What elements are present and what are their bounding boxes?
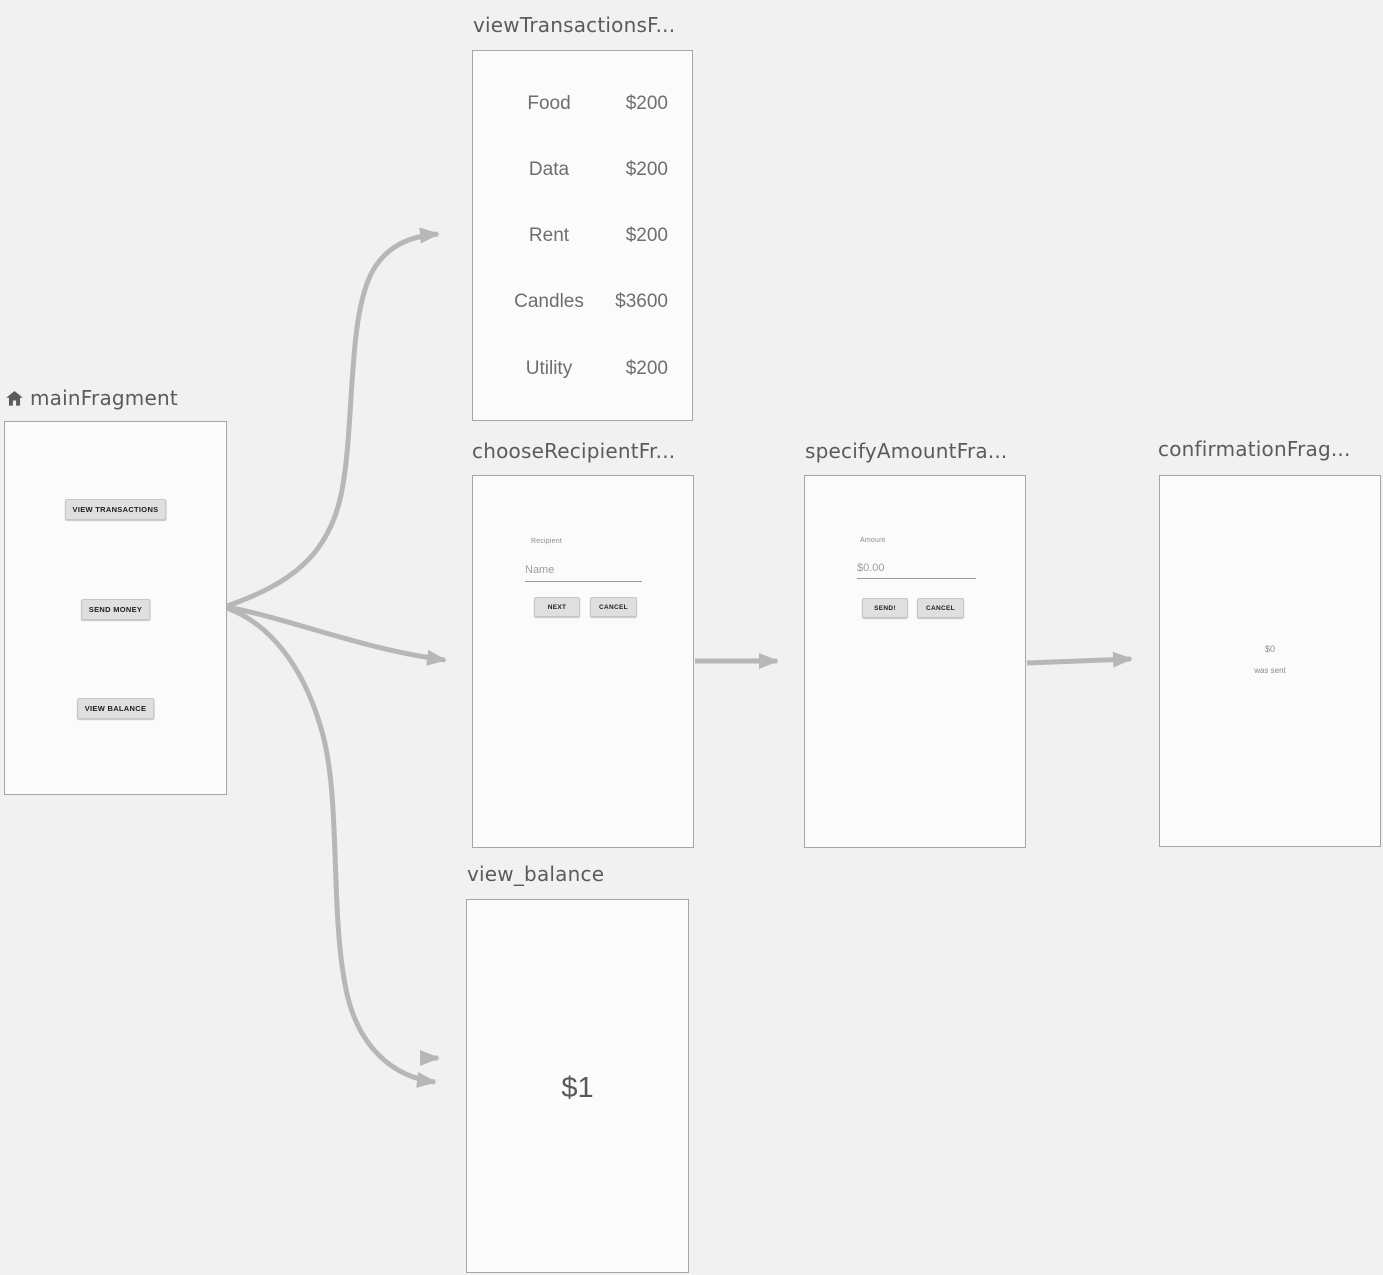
transaction-label: Rent — [528, 225, 570, 246]
transaction-label: Utility — [525, 358, 573, 379]
transaction-amount: $200 — [625, 159, 668, 180]
transaction-amount: $200 — [625, 225, 668, 246]
edge-main-to-view-transactions[interactable] — [226, 227, 440, 609]
fragment-view-balance-preview[interactable]: $1 — [466, 899, 689, 1273]
fragment-choose-recipient-preview[interactable]: Recipient Name NEXT CANCEL — [472, 475, 694, 848]
edge-main-to-view-balance[interactable] — [226, 605, 437, 1088]
amount-input-underline — [857, 578, 976, 579]
preview-send-button: SEND! — [862, 598, 908, 618]
recipient-input-underline — [525, 581, 642, 582]
transaction-row: Utility $200 — [473, 358, 692, 384]
transaction-label: Candles — [514, 291, 584, 312]
recipient-field-label: Recipient — [531, 538, 562, 545]
amount-input: $0.00 — [857, 562, 885, 574]
fragment-title-view-transactions-label: viewTransactionsF... — [473, 13, 676, 37]
amount-field-label: Amount — [860, 537, 886, 544]
transaction-amount: $200 — [625, 93, 668, 114]
home-icon — [5, 389, 24, 408]
fragment-title-confirmation[interactable]: confirmationFrag... — [1158, 437, 1351, 461]
fragment-title-choose-recipient[interactable]: chooseRecipientFr... — [472, 439, 675, 463]
preview-view-transactions-button: VIEW TRANSACTIONS — [64, 499, 167, 520]
fragment-view-transactions-preview[interactable]: Food $200 Data $200 Rent $200 Candles $3… — [472, 50, 693, 421]
transaction-label: Food — [527, 93, 571, 114]
preview-cancel-button: CANCEL — [917, 598, 964, 618]
edge-main-to-choose-recipient[interactable] — [226, 604, 447, 666]
transaction-row: Rent $200 — [473, 225, 692, 251]
fragment-confirmation-preview[interactable]: $0 was sent — [1159, 475, 1381, 847]
fragment-title-view-balance[interactable]: view_balance — [467, 862, 604, 886]
transaction-row: Food $200 — [473, 93, 692, 119]
preview-next-button: NEXT — [534, 597, 580, 617]
transaction-amount: $200 — [625, 358, 668, 379]
preview-view-balance-button: VIEW BALANCE — [76, 698, 155, 719]
fragment-title-specify-amount-label: specifyAmountFra... — [805, 439, 1008, 463]
fragment-title-main-label: mainFragment — [30, 386, 178, 410]
transaction-amount: $3600 — [615, 291, 668, 312]
fragment-title-confirmation-label: confirmationFrag... — [1158, 437, 1351, 461]
fragment-title-main[interactable]: mainFragment — [5, 386, 178, 410]
confirmation-message-text: was sent — [1254, 666, 1286, 675]
balance-text: $1 — [561, 1072, 594, 1104]
fragment-title-specify-amount[interactable]: specifyAmountFra... — [805, 439, 1008, 463]
fragment-title-view-balance-label: view_balance — [467, 862, 605, 886]
preview-cancel-button: CANCEL — [590, 597, 637, 617]
recipient-name-input: Name — [525, 564, 555, 576]
fragment-specify-amount-preview[interactable]: Amount $0.00 SEND! CANCEL — [804, 475, 1026, 848]
fragment-main-preview[interactable]: VIEW TRANSACTIONS SEND MONEY VIEW BALANC… — [4, 421, 227, 795]
confirmation-amount-text: $0 — [1264, 644, 1275, 654]
fragment-title-view-transactions[interactable]: viewTransactionsF... — [473, 13, 675, 37]
transaction-row: Data $200 — [473, 159, 692, 185]
preview-send-money-button: SEND MONEY — [80, 599, 151, 620]
fragment-title-choose-recipient-label: chooseRecipientFr... — [472, 439, 676, 463]
transaction-row: Candles $3600 — [473, 291, 692, 317]
transaction-label: Data — [528, 159, 570, 180]
edge-specify-amount-to-confirmation[interactable] — [1026, 651, 1133, 668]
